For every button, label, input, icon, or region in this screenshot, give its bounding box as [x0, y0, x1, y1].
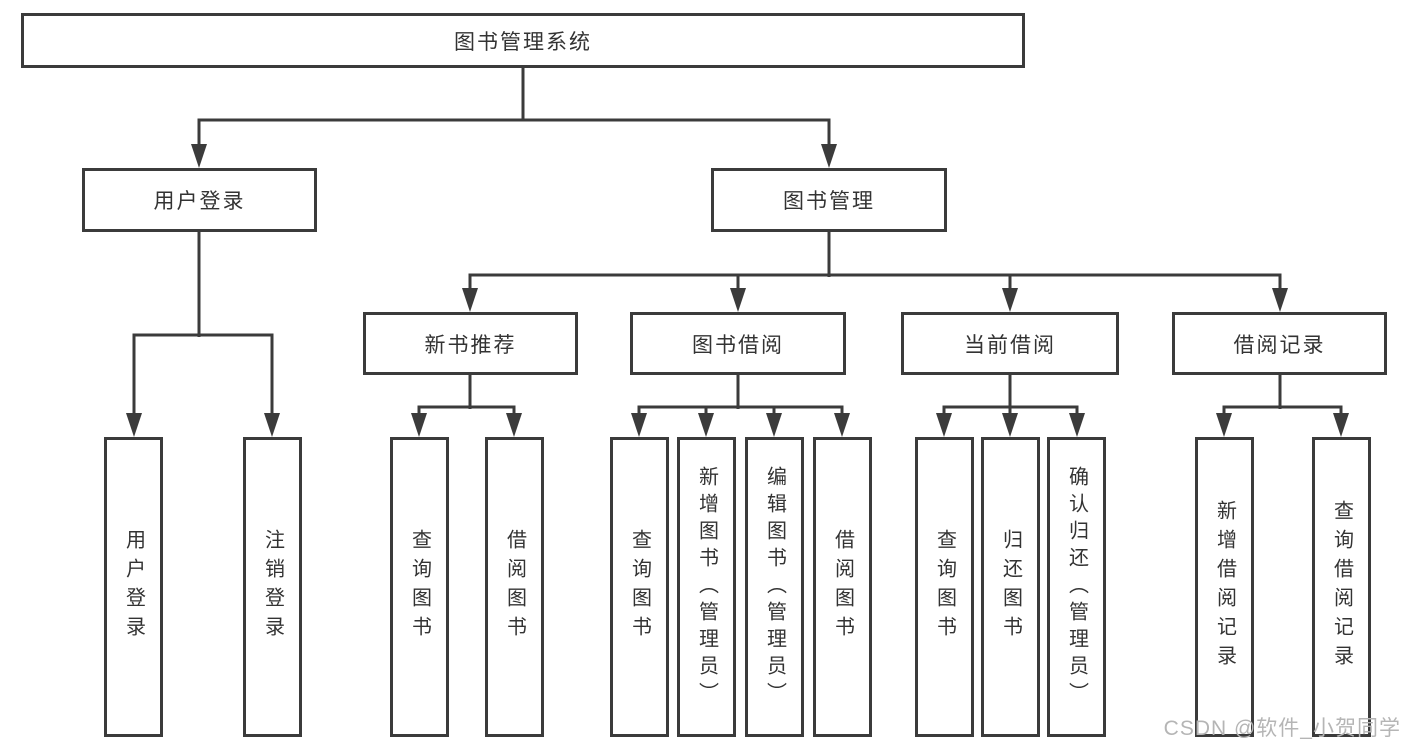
leaf-add-borrow-record: 新增借阅记录 [1195, 437, 1254, 737]
node-root-system: 图书管理系统 [21, 13, 1025, 68]
leaf-user-login: 用户登录 [104, 437, 163, 737]
leaf-label: 借阅图书 [503, 529, 526, 645]
node-label: 当前借阅 [964, 333, 1056, 357]
node-new-book-recommend: 新书推荐 [363, 312, 578, 375]
leaf-query-book-current: 查询图书 [915, 437, 974, 737]
leaf-borrow-book-recommend: 借阅图书 [485, 437, 544, 737]
node-book-management: 图书管理 [711, 168, 947, 232]
node-user-login: 用户登录 [82, 168, 317, 232]
leaf-query-book-recommend: 查询图书 [390, 437, 449, 737]
node-label: 图书管理系统 [454, 30, 592, 54]
node-label: 用户登录 [153, 190, 246, 213]
node-book-borrow: 图书借阅 [630, 312, 846, 375]
leaf-confirm-return-admin: 确认归还（管理员） [1047, 437, 1106, 737]
arrowheads [126, 144, 1349, 437]
leaf-borrow-book: 借阅图书 [813, 437, 872, 737]
node-label: 图书借阅 [692, 333, 784, 357]
leaf-label: 查询借阅记录 [1330, 500, 1353, 674]
leaf-logout: 注销登录 [243, 437, 302, 737]
leaf-edit-book-admin: 编辑图书（管理员） [745, 437, 804, 737]
leaf-label: 借阅图书 [831, 529, 854, 645]
leaf-label: 查询图书 [628, 529, 651, 645]
leaf-label: 编辑图书（管理员） [763, 465, 786, 709]
leaf-label: 查询图书 [933, 529, 956, 645]
node-label: 借阅记录 [1233, 333, 1326, 357]
leaf-label: 新增图书（管理员） [695, 465, 718, 709]
node-label: 新书推荐 [424, 333, 517, 357]
leaf-query-book-borrow: 查询图书 [610, 437, 669, 737]
leaf-label: 确认归还（管理员） [1065, 465, 1088, 709]
leaf-return-book: 归还图书 [981, 437, 1040, 737]
leaf-query-borrow-record: 查询借阅记录 [1312, 437, 1371, 737]
leaf-label: 用户登录 [122, 529, 145, 645]
node-borrow-records: 借阅记录 [1172, 312, 1387, 375]
node-label: 图书管理 [783, 190, 875, 213]
leaf-label: 新增借阅记录 [1213, 500, 1236, 674]
csdn-watermark: CSDN @软件_小贺同学 [1163, 717, 1401, 740]
leaf-label: 注销登录 [261, 529, 284, 645]
node-current-borrow: 当前借阅 [901, 312, 1119, 375]
leaf-add-book-admin: 新增图书（管理员） [677, 437, 736, 737]
leaf-label: 归还图书 [999, 529, 1022, 645]
leaf-label: 查询图书 [408, 529, 431, 645]
